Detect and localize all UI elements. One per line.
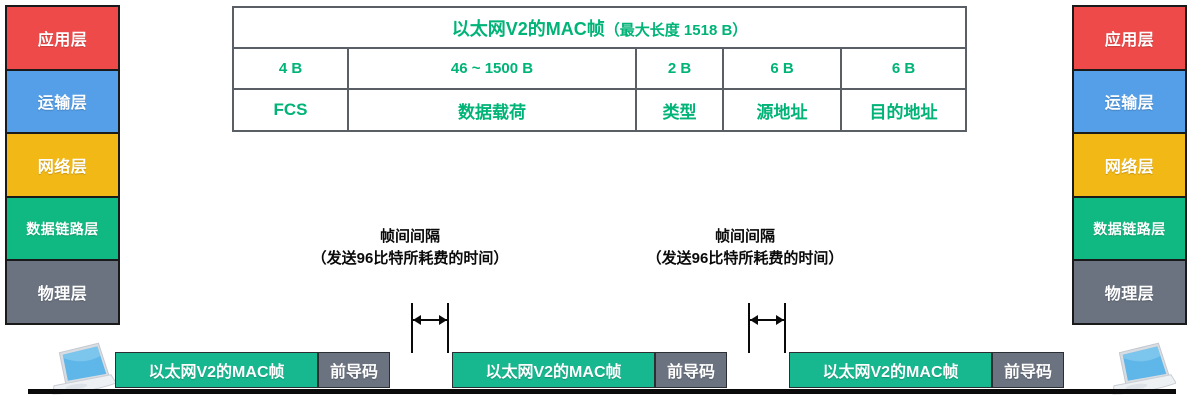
gap-guide-line-right — [447, 303, 449, 353]
interframe-gap-measure-1 — [411, 303, 449, 353]
layer-label: 物理层 — [37, 286, 88, 304]
field-name-fcs: FCS — [232, 88, 349, 132]
protocol-layer-stack-right: 应用层 运输层 网络层 数据链路层 物理层 — [1072, 5, 1187, 325]
gap-guide-line-right — [784, 303, 786, 353]
gap-arrow-head-right-icon — [776, 315, 784, 325]
layer-label: 网络层 — [37, 158, 88, 176]
layer-label: 网络层 — [1104, 158, 1155, 176]
frame-table-title: 以太网V2的MAC帧（最大长度 1518 B） — [231, 6, 968, 49]
preamble-block: 前导码 — [992, 352, 1064, 388]
table-row-title: 以太网V2的MAC帧（最大长度 1518 B） — [231, 6, 968, 49]
gap-arrow-line — [750, 319, 784, 321]
gap-arrow-line — [413, 319, 447, 321]
transmission-medium-line — [28, 389, 1176, 394]
gap-note-title: 帧间间隔 — [379, 228, 440, 245]
gap-note-title: 帧间间隔 — [714, 228, 775, 245]
transmitted-frame-2: 以太网V2的MAC帧 前导码 — [452, 352, 727, 388]
mac-frame-block: 以太网V2的MAC帧 — [452, 352, 655, 388]
mac-frame-block: 以太网V2的MAC帧 — [115, 352, 318, 388]
laptop-svg — [52, 342, 117, 395]
gap-note-detail: （发送96比特所耗费的时间） — [646, 249, 844, 267]
layer-cell-physical: 物理层 — [1074, 261, 1185, 323]
layer-cell-application: 应用层 — [1074, 7, 1185, 71]
layer-cell-transport: 运输层 — [7, 70, 118, 135]
gap-guide-line-left — [748, 303, 750, 353]
interframe-gap-measure-2 — [748, 303, 786, 353]
gap-arrow-head-right-icon — [439, 315, 447, 325]
layer-cell-network: 网络层 — [1074, 134, 1185, 198]
field-size-destination-address: 6 B — [839, 47, 968, 90]
layer-cell-data-link: 数据链路层 — [7, 197, 118, 262]
field-name-type: 类型 — [635, 88, 724, 132]
interframe-gap-note-2: 帧间间隔 （发送96比特所耗费的时间） — [615, 226, 875, 270]
protocol-layer-stack-left: 应用层 运输层 网络层 数据链路层 物理层 — [5, 5, 120, 325]
layer-label: 运输层 — [37, 95, 88, 113]
layer-label: 数据链路层 — [1093, 220, 1166, 237]
table-row-names: FCS 数据载荷 类型 源地址 目的地址 — [232, 88, 968, 132]
gap-arrow-head-left-icon — [750, 315, 758, 325]
layer-cell-data-link: 数据链路层 — [1074, 197, 1185, 262]
gap-note-detail: （发送96比特所耗费的时间） — [311, 249, 509, 267]
layer-label: 运输层 — [1104, 95, 1155, 113]
laptop-sender-icon — [44, 342, 117, 403]
layer-label: 数据链路层 — [26, 220, 99, 237]
frame-title-main: 以太网V2的MAC帧 — [451, 18, 605, 39]
layer-label: 应用层 — [1104, 31, 1155, 49]
field-name-payload: 数据载荷 — [347, 88, 637, 132]
frame-title-sub: （最大长度 1518 B） — [604, 21, 748, 39]
preamble-block: 前导码 — [318, 352, 390, 388]
preamble-block: 前导码 — [655, 352, 727, 388]
table-row-sizes: 4 B 46 ~ 1500 B 2 B 6 B 6 B — [232, 47, 968, 90]
layer-label: 物理层 — [1104, 286, 1155, 304]
gap-guide-line-left — [411, 303, 413, 353]
field-size-payload: 46 ~ 1500 B — [347, 47, 637, 90]
layer-cell-physical: 物理层 — [7, 261, 118, 323]
layer-cell-transport: 运输层 — [1074, 70, 1185, 135]
transmitted-frame-3: 以太网V2的MAC帧 前导码 — [789, 352, 1064, 388]
transmitted-frame-1: 以太网V2的MAC帧 前导码 — [115, 352, 390, 388]
mac-frame-block: 以太网V2的MAC帧 — [789, 352, 992, 388]
layer-label: 应用层 — [37, 31, 88, 49]
mac-frame-format-table: 以太网V2的MAC帧（最大长度 1518 B） 4 B 46 ~ 1500 B … — [231, 6, 968, 132]
field-size-type: 2 B — [635, 47, 724, 90]
field-size-source-address: 6 B — [722, 47, 842, 90]
field-size-fcs: 4 B — [232, 47, 349, 90]
interframe-gap-note-1: 帧间间隔 （发送96比特所耗费的时间） — [280, 226, 540, 270]
layer-cell-application: 应用层 — [7, 7, 118, 71]
gap-arrow-head-left-icon — [413, 315, 421, 325]
layer-cell-network: 网络层 — [7, 134, 118, 198]
field-name-source-address: 源地址 — [722, 88, 842, 132]
field-name-destination-address: 目的地址 — [839, 88, 968, 132]
